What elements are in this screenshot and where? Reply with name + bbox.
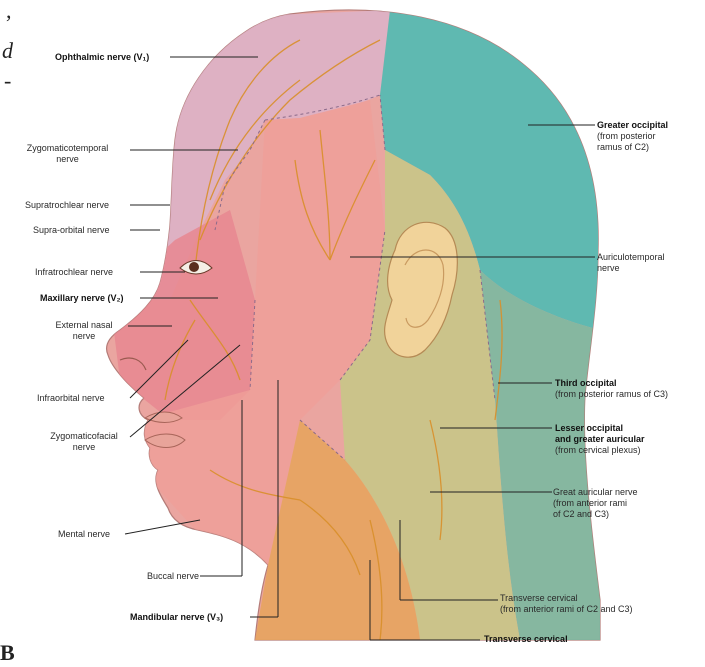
label-third-occipital-line1: Third occipital bbox=[555, 378, 668, 389]
label-zygomaticofacial: Zygomaticofacial nerve bbox=[38, 431, 130, 453]
label-zygomaticotemporal: Zygomaticotemporal nerve bbox=[10, 143, 125, 165]
label-buccal-nerve: Buccal nerve bbox=[147, 571, 199, 582]
label-supraorbital-nerve: Supra-orbital nerve bbox=[33, 225, 110, 236]
label-zygomaticotemporal-line1: Zygomaticotemporal bbox=[10, 143, 125, 154]
label-great-auricular-line3: of C2 and C3) bbox=[553, 509, 638, 520]
label-third-occipital: Third occipital (from posterior ramus of… bbox=[555, 378, 668, 400]
label-transverse-cervical: Transverse cervical bbox=[484, 634, 568, 645]
label-lesser-occipital-line2: and greater auricular bbox=[555, 434, 645, 445]
label-greater-occipital-line2: (from posterior bbox=[597, 131, 668, 142]
label-auriculotemporal-line1: Auriculotemporal bbox=[597, 252, 665, 263]
panel-letter: B bbox=[0, 640, 15, 666]
label-auriculotemporal-line2: nerve bbox=[597, 263, 665, 274]
label-great-auricular-line1: Great auricular nerve bbox=[553, 487, 638, 498]
label-external-nasal: External nasal nerve bbox=[40, 320, 128, 342]
label-external-nasal-line1: External nasal bbox=[40, 320, 128, 331]
label-transverse-cervical-note: Transverse cervical (from anterior rami … bbox=[500, 593, 633, 615]
label-great-auricular: Great auricular nerve (from anterior ram… bbox=[553, 487, 638, 520]
label-third-occipital-line2: (from posterior ramus of C3) bbox=[555, 389, 668, 400]
label-lesser-occipital-line3: (from cervical plexus) bbox=[555, 445, 645, 456]
v2-region bbox=[110, 210, 255, 420]
italic-letter: d bbox=[2, 38, 13, 64]
dash-mark: - bbox=[4, 68, 11, 94]
label-lesser-occipital: Lesser occipital and greater auricular (… bbox=[555, 423, 645, 456]
label-transverse-cervical-note-line2: (from anterior rami of C2 and C3) bbox=[500, 604, 633, 615]
label-great-auricular-line2: (from anterior rami bbox=[553, 498, 638, 509]
top-mark: , bbox=[6, 0, 12, 24]
label-zygomaticotemporal-line2: nerve bbox=[10, 154, 125, 165]
label-greater-occipital-line3: ramus of C2) bbox=[597, 142, 668, 153]
label-mental-nerve: Mental nerve bbox=[58, 529, 110, 540]
label-ophthalmic-nerve: Ophthalmic nerve (V₁) bbox=[55, 52, 149, 63]
label-infraorbital-nerve: Infraorbital nerve bbox=[37, 393, 105, 404]
label-infratrochlear-nerve: Infratrochlear nerve bbox=[35, 267, 113, 278]
label-auriculotemporal: Auriculotemporal nerve bbox=[597, 252, 665, 274]
label-lesser-occipital-line1: Lesser occipital bbox=[555, 423, 645, 434]
label-supratrochlear-nerve: Supratrochlear nerve bbox=[25, 200, 109, 211]
label-zygomaticofacial-line2: nerve bbox=[38, 442, 130, 453]
label-zygomaticofacial-line1: Zygomaticofacial bbox=[38, 431, 130, 442]
label-mandibular-nerve: Mandibular nerve (V₃) bbox=[130, 612, 223, 623]
label-external-nasal-line2: nerve bbox=[40, 331, 128, 342]
label-greater-occipital: Greater occipital (from posterior ramus … bbox=[597, 120, 668, 153]
label-maxillary-nerve: Maxillary nerve (V₂) bbox=[40, 293, 124, 304]
label-greater-occipital-line1: Greater occipital bbox=[597, 120, 668, 131]
label-transverse-cervical-note-line1: Transverse cervical bbox=[500, 593, 633, 604]
